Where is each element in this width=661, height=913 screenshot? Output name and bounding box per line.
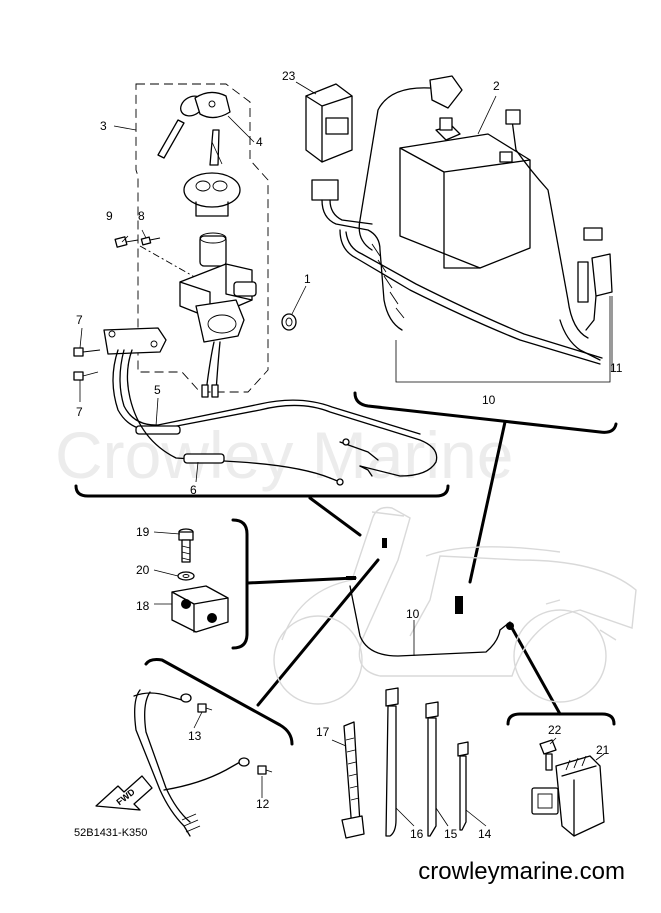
cable-tie-15	[425, 701, 439, 837]
cable-tie-16	[385, 687, 399, 837]
callout-13: 13	[188, 729, 202, 743]
callout-15: 15	[444, 827, 458, 841]
wire-harness-10	[339, 229, 601, 365]
bolt-7-lower	[73, 371, 99, 381]
callout-11: 11	[610, 361, 623, 375]
callout-18: 18	[136, 599, 150, 613]
harness-tape	[371, 243, 405, 319]
main-switch-key	[157, 91, 231, 166]
leader-relay-group	[246, 576, 357, 585]
bracket-main-switch-cables	[74, 484, 450, 498]
leader-rectifier-group	[510, 626, 562, 716]
battery-negative-lead	[511, 119, 589, 339]
callout-9: 9	[106, 209, 113, 223]
callout-7-lower: 7	[76, 405, 83, 419]
callout-10-upper: 10	[482, 393, 496, 407]
wire-harness-10-b	[345, 231, 603, 359]
callout-16: 16	[410, 827, 424, 841]
callout-2: 2	[493, 79, 500, 93]
cable-6-adjuster	[183, 453, 225, 464]
scooter-outline	[273, 506, 637, 705]
relay-harness-b	[329, 199, 373, 225]
scooter-relay-marker	[346, 576, 356, 580]
callout-22: 22	[548, 723, 562, 737]
bolt-9	[114, 236, 139, 248]
scooter-battery-marker	[455, 596, 463, 614]
battery-terminal-cover	[429, 75, 463, 109]
cable-5-adjuster	[135, 425, 181, 435]
leader-ground-group	[256, 558, 380, 707]
fuse-holder-11	[577, 227, 613, 331]
bracket-ground-leads	[144, 658, 294, 746]
callout-19: 19	[136, 525, 150, 539]
relay-18	[171, 585, 229, 633]
grommet-1	[281, 313, 297, 331]
screw-8	[140, 236, 161, 246]
cable-5	[112, 349, 438, 477]
bolt-22	[539, 739, 557, 771]
cable-5-inner	[119, 349, 421, 435]
bolt-12	[238, 757, 273, 775]
ground-lead-harness	[134, 689, 191, 837]
leader-10-upper	[395, 296, 611, 383]
relay-23	[305, 83, 353, 201]
leader-lines	[79, 81, 605, 827]
bracket-battery-harness	[353, 391, 618, 434]
callout-12: 12	[256, 797, 270, 811]
callout-20: 20	[136, 563, 150, 577]
ground-lead-tape	[181, 813, 201, 833]
ground-lead-12	[163, 761, 241, 791]
ground-lead-13	[133, 692, 183, 701]
callout-3: 3	[100, 119, 107, 133]
lock-cap	[183, 172, 241, 217]
rectifier-regulator-21	[531, 755, 605, 837]
cable-bracket	[103, 327, 167, 355]
relay-harness	[321, 199, 403, 331]
callout-23: 23	[282, 69, 296, 83]
callout-17: 17	[316, 725, 330, 739]
cable-tie-14	[457, 741, 469, 831]
scooter-rectifier-marker	[506, 622, 514, 630]
main-switch-set-boundary	[135, 83, 269, 393]
callout-4: 4	[256, 135, 263, 149]
callout-21: 21	[596, 743, 610, 757]
bracket-relay	[231, 518, 249, 650]
washer-20	[177, 571, 195, 581]
callout-10-lower: 10	[406, 607, 420, 621]
scooter-harness-route	[349, 585, 511, 657]
callout-1: 1	[304, 272, 311, 286]
callout-6: 6	[190, 483, 197, 497]
bolt-19	[178, 528, 194, 563]
scooter-switch-marker	[382, 538, 387, 548]
wire-harness-10-c	[559, 319, 601, 361]
drawing-code: 52B1431-K350	[74, 827, 147, 839]
cable-5-end-fitting	[339, 441, 379, 461]
bolt-13	[180, 693, 213, 713]
watermark: Crowley Marine	[55, 418, 513, 492]
ignition-switch-body	[179, 232, 257, 343]
leader-main-group	[308, 496, 362, 537]
site-footer: crowleymarine.com	[418, 858, 625, 885]
cable-6	[126, 349, 331, 479]
cable-tie-17	[341, 721, 365, 839]
fwd-arrow: FWD	[95, 775, 153, 811]
battery-positive-lead	[358, 87, 447, 251]
callout-5: 5	[154, 383, 161, 397]
callout-7-upper: 7	[76, 313, 83, 327]
centerline-1	[139, 245, 201, 281]
battery-2	[399, 117, 531, 269]
leader-battery-group	[468, 420, 507, 584]
callout-8: 8	[138, 209, 145, 223]
bolt-7-upper	[73, 347, 101, 357]
callout-14: 14	[478, 827, 492, 841]
